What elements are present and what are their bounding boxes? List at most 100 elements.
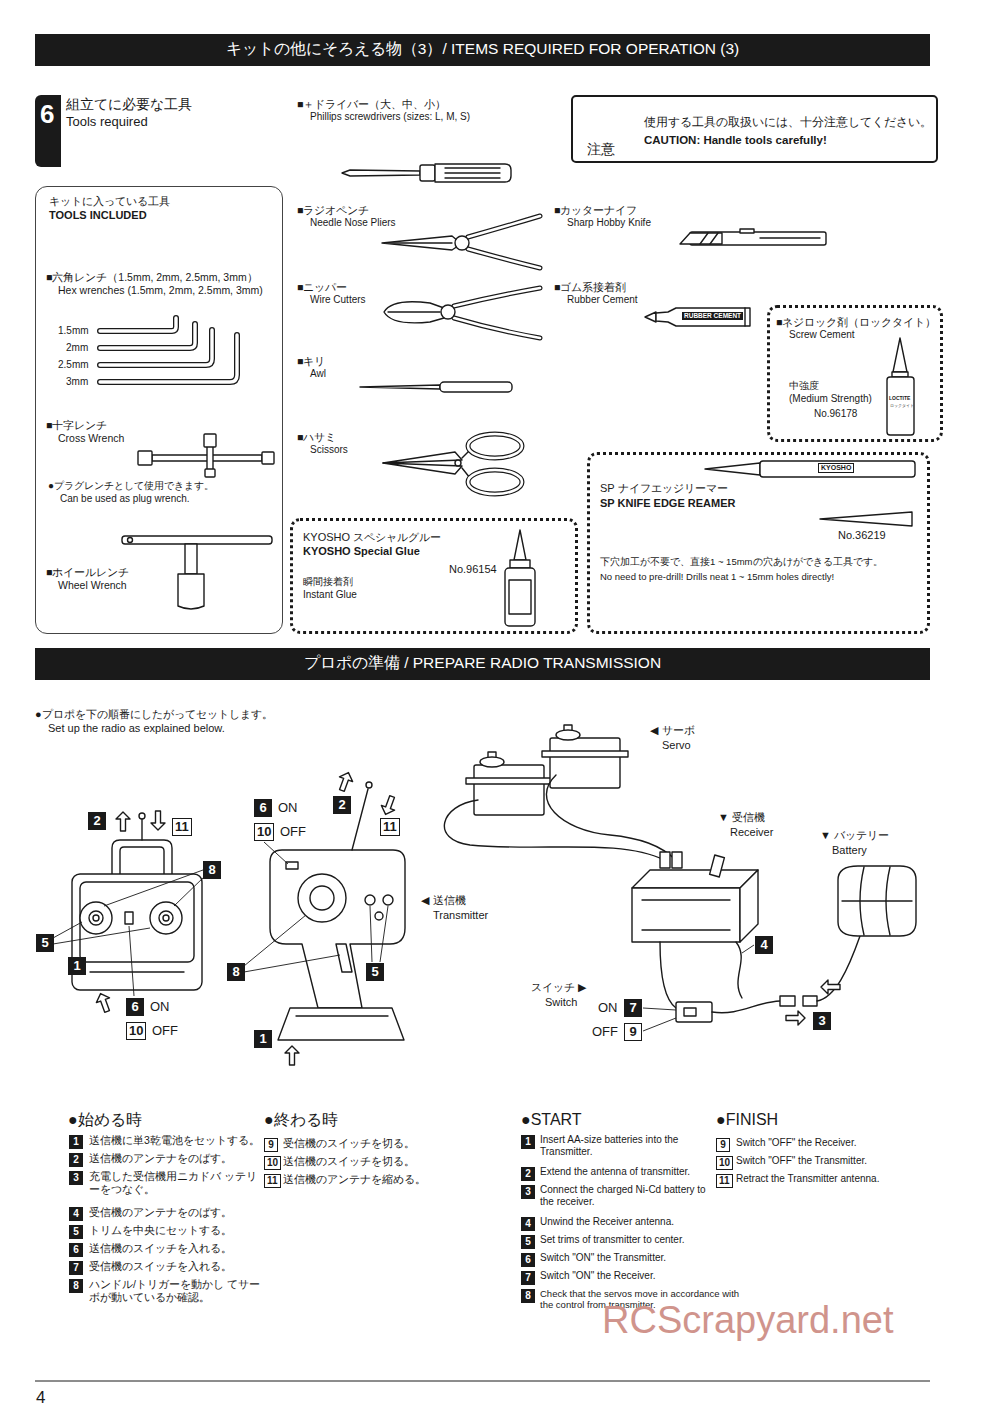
text-label: Wheel Wrench [58, 579, 127, 592]
callout-number: 6 [69, 1243, 83, 1257]
text-label: トリムを中央にセットする。 [89, 1224, 261, 1237]
callout-number: 9 [264, 1138, 278, 1152]
header-bar: プロポの準備 / PREPARE RADIO TRANSMISSION [35, 648, 930, 680]
stick-transmitter-part [53, 928, 150, 944]
hex-wrenches-part [100, 324, 195, 348]
stick-transmitter-part [174, 876, 205, 906]
scissors-part [468, 470, 522, 494]
stick-transmitter-part [94, 991, 114, 1014]
node-text: Instant Glue [303, 589, 357, 601]
needle-nose-pliers-part [468, 249, 540, 268]
text-label: ●START [521, 1110, 582, 1129]
text-label: Connect the charged Ni-Cd battery to the… [540, 1184, 715, 1208]
receiver-part [660, 852, 670, 868]
text-label: Retract the Transmitter antenna. [736, 1173, 926, 1185]
hobby-knife-part [760, 237, 820, 238]
hex-wrenches-part [100, 335, 237, 382]
pistol-transmitter-part [380, 906, 388, 962]
node-text: CAUTION: Handle tools carefully! [644, 134, 827, 148]
switch-harness-part [660, 942, 676, 1008]
pistol-transmitter-part [278, 1008, 404, 1040]
switch-harness [643, 936, 860, 1031]
hex-wrenches-part [100, 318, 176, 331]
text-label: ON [150, 999, 170, 1015]
watermark: RCScrapyard.net [602, 1298, 893, 1344]
text-label: OFF [280, 824, 306, 840]
stick-transmitter-part [163, 915, 169, 921]
callout-number: 6 [521, 1253, 535, 1267]
needle-nose-pliers-part [468, 249, 540, 268]
glue-bottle [505, 530, 535, 626]
stick-transmitter-part [141, 819, 142, 840]
text-label: ■十字レンチ [46, 419, 107, 432]
knife-edge-reamer-part [760, 461, 915, 477]
text-label: 送信機のアンテナを縮める。 [283, 1173, 503, 1186]
node-text: キットに入っている工具 [49, 195, 170, 208]
text-label: Hex wrenches (1.5mm, 2mm, 2.5mm, 3mm) [58, 284, 263, 297]
wire-cutters-part [454, 318, 540, 338]
stick-transmitter-part [150, 902, 182, 934]
screw-cement-bottle-part [893, 338, 907, 372]
callout-number: 4 [521, 1217, 535, 1231]
wire-cutters-part [441, 305, 455, 319]
servo [444, 725, 676, 860]
text-label: 受信機のスイッチを入れる。 [89, 1260, 261, 1273]
callout-number: 10 [716, 1156, 733, 1170]
pistol-transmitter-part [370, 906, 372, 962]
receiver-part [632, 870, 758, 888]
text-label: ■＋ドライバー（大、中、小） [297, 98, 446, 111]
rubber-cement-tube-part [744, 308, 745, 326]
node-text: No.96154 [449, 563, 497, 576]
servo-part [556, 730, 580, 740]
stick-transmitter-part [139, 813, 145, 819]
text-label: ■ハサミ [297, 431, 336, 444]
hobby-knife-part [710, 233, 718, 244]
pistol-transmitter-part [336, 944, 352, 972]
rubber-cement-tube [645, 308, 750, 326]
receiver-part [642, 929, 730, 930]
screwdriver-part [445, 167, 500, 168]
screw-cement-bottle-part [892, 372, 908, 377]
pistol-transmitter-part [270, 850, 405, 1008]
wheel-wrench [122, 536, 272, 609]
page-number: 4 [36, 1388, 45, 1408]
callout-number: 1 [521, 1135, 535, 1149]
node-text: SP KNIFE EDGE REAMER [600, 497, 736, 510]
text-label: Set up the radio as explained below. [48, 722, 225, 735]
rubber-cement-tube-part [656, 308, 750, 326]
text-label: 受信機のアンテナをのばす。 [89, 1206, 261, 1219]
text-label: OFF [152, 1023, 178, 1039]
callout-number: 5 [521, 1235, 535, 1249]
callout-number: 11 [380, 818, 400, 836]
callout-number: 1 [68, 957, 86, 975]
needle-nose-pliers-part [382, 236, 458, 250]
text-label: Set trims of transmitter to center. [540, 1234, 715, 1246]
callout-number: 1 [69, 1135, 83, 1149]
hex-wrenches-part [100, 335, 237, 382]
callout-number: 4 [69, 1207, 83, 1221]
product-box: SP ナイフエッジリーマーSP KNIFE EDGE REAMERNo.3621… [587, 452, 930, 634]
scissors-part [455, 460, 461, 466]
text-label: 送信機に単3乾電池をセットする。 [89, 1134, 261, 1147]
node-text: 下穴加工が不要で、直接1 ~ 15mmの穴あけができる工具です。 [600, 556, 883, 567]
text-label: 送信機のスイッチを切る。 [283, 1155, 503, 1168]
text-label: ■カッターナイフ [554, 204, 637, 217]
cross-wrench-part [138, 451, 152, 465]
stick-transmitter-part [159, 911, 173, 925]
switch-harness-part [821, 980, 840, 994]
wheel-wrench-part [178, 574, 204, 609]
receiver-part [710, 855, 725, 877]
text-label: ●プロポを下の順番にしたがってセットします。 [35, 708, 273, 721]
scissors-part [383, 463, 462, 474]
screwdriver-part [445, 172, 500, 173]
text-label: ●終わる時 [264, 1110, 338, 1129]
text-label: ■ゴム系接着剤 [554, 281, 626, 294]
callout-number: 10 [264, 1156, 281, 1170]
text-label: ●プラグレンチとして使用できます。 [48, 480, 214, 492]
screw-cement-bottle-part [887, 377, 914, 435]
callout-number: 6 [254, 799, 272, 817]
text-label: 送信機のスイッチを入れる。 [89, 1242, 261, 1255]
servo-part [444, 800, 664, 860]
text-label: Switch [545, 996, 577, 1009]
